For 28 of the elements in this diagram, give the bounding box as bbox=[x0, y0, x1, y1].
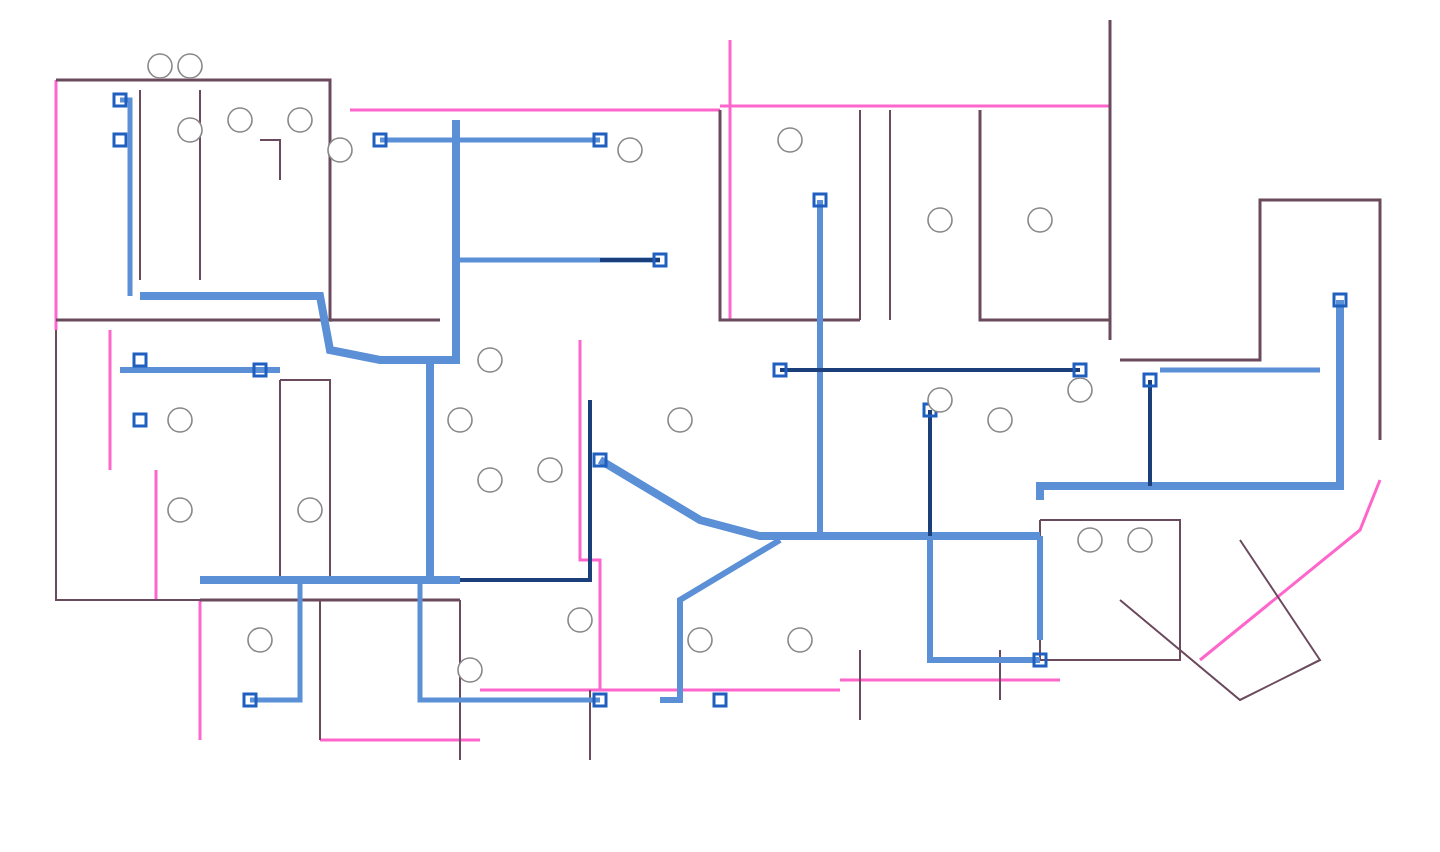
room-tag-circle bbox=[177, 117, 203, 143]
room-tag-circle bbox=[167, 497, 193, 523]
room-tag-circle bbox=[927, 387, 953, 413]
room-tag-circle bbox=[327, 137, 353, 163]
room-tag-circle bbox=[477, 467, 503, 493]
room-tag-circle bbox=[247, 627, 273, 653]
room-tag-circle bbox=[177, 53, 203, 79]
room-tag-circle bbox=[567, 607, 593, 633]
room-tag-circle bbox=[617, 137, 643, 163]
room-tag-circle bbox=[777, 127, 803, 153]
room-tag-circle bbox=[1127, 527, 1153, 553]
room-tag-circle bbox=[457, 657, 483, 683]
room-tag-circle bbox=[147, 53, 173, 79]
room-tag-circle bbox=[227, 107, 253, 133]
room-tag-circle bbox=[1067, 377, 1093, 403]
room-tag-circle bbox=[1077, 527, 1103, 553]
room-tag-circle bbox=[537, 457, 563, 483]
room-tag-circle bbox=[1027, 207, 1053, 233]
room-tag-circle bbox=[167, 407, 193, 433]
room-tag-circle bbox=[687, 627, 713, 653]
room-tag-circle bbox=[787, 627, 813, 653]
room-tag-circle bbox=[447, 407, 473, 433]
room-tag-circle bbox=[987, 407, 1013, 433]
room-tag-circle bbox=[927, 207, 953, 233]
room-tag-circle bbox=[667, 407, 693, 433]
room-tag-circle bbox=[287, 107, 313, 133]
room-tag-circle bbox=[477, 347, 503, 373]
room-tag-circle bbox=[297, 497, 323, 523]
